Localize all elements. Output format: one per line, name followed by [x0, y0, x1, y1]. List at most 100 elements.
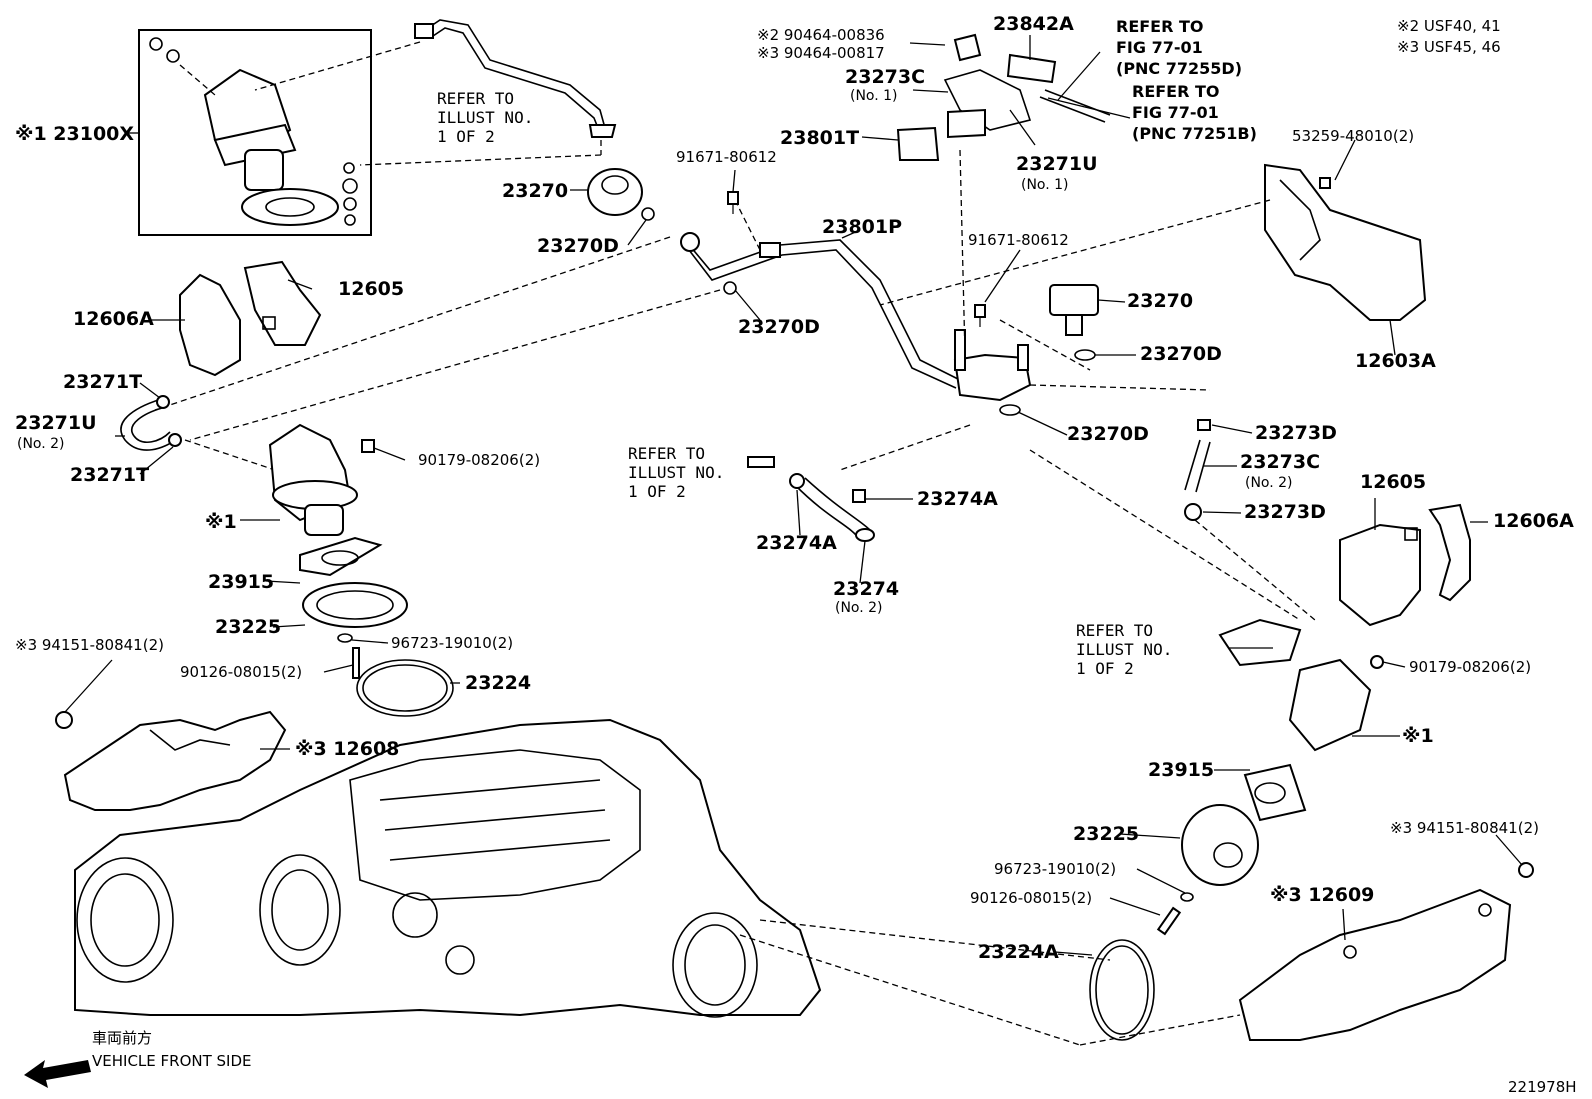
refer-fig-1: REFER TO FIG 77-01 (PNC 77255D) — [1116, 17, 1242, 78]
label-star1-left: ※1 — [205, 511, 237, 533]
label-91671-a: 91671-80612 — [676, 148, 777, 166]
refer-illust-3: REFER TO ILLUST NO. 1 OF 2 — [1076, 621, 1172, 678]
refer-illust-1: REFER TO ILLUST NO. 1 OF 2 — [437, 89, 533, 146]
label-23273c-no2-sub: (No. 2) — [1245, 475, 1293, 491]
label-94151-left: ※3 94151-80841(2) — [15, 636, 164, 654]
label-23273d-b: 23273D — [1244, 501, 1326, 523]
label-23100x: ※1 23100X — [15, 123, 134, 145]
label-23915-left: 23915 — [208, 571, 274, 593]
refer-illust-2: REFER TO ILLUST NO. 1 OF 2 — [628, 444, 724, 501]
svg-text:1 OF 2: 1 OF 2 — [628, 482, 686, 501]
pipe-23801p — [154, 199, 961, 441]
svg-text:(PNC 77255D): (PNC 77255D) — [1116, 59, 1242, 78]
label-12605-left: 12605 — [338, 278, 404, 300]
label-23271u-no2-sub: (No. 2) — [17, 436, 65, 452]
label-96723-right: 96723-19010(2) — [994, 860, 1116, 878]
label-23915-right: 23915 — [1148, 759, 1214, 781]
hose-23273c-no2 — [1184, 419, 1316, 621]
label-23274-sub: (No. 2) — [835, 600, 883, 616]
label-23270d-a: 23270D — [537, 235, 619, 257]
label-23271t-b: 23271T — [70, 464, 149, 486]
label-23273c-no1-sub: (No. 1) — [850, 88, 898, 104]
labels: ※2 USF40, 41 ※3 USF45, 46 ※1 23100X ※2 9… — [15, 13, 1577, 1096]
top-connectors — [896, 33, 1111, 161]
valve-23270-right — [1049, 284, 1099, 361]
label-23273c-no1: 23273C — [845, 66, 925, 88]
label-12606a-left: 12606A — [73, 308, 154, 330]
label-23801p: 23801P — [822, 216, 902, 238]
shield-12606a-right — [1428, 503, 1471, 602]
insulator-12609 — [1238, 862, 1534, 1041]
shield-12605-left — [243, 260, 322, 346]
svg-text:REFER TO: REFER TO — [1076, 621, 1153, 640]
label-12603a: 12603A — [1355, 350, 1436, 372]
label-53259: 53259-48010(2) — [1292, 127, 1414, 145]
svg-text:FIG 77-01: FIG 77-01 — [1132, 103, 1219, 122]
pump-left — [268, 423, 454, 717]
front-label-en: VEHICLE FRONT SIDE — [92, 1052, 252, 1070]
label-12605-right: 12605 — [1360, 471, 1426, 493]
label-94151-right: ※3 94151-80841(2) — [1390, 819, 1539, 837]
label-23224: 23224 — [465, 672, 531, 694]
shield-12603a — [879, 163, 1427, 321]
top-pipe — [254, 19, 617, 166]
svg-text:FIG 77-01: FIG 77-01 — [1116, 38, 1203, 57]
label-23225-right: 23225 — [1073, 823, 1139, 845]
shield-12606a-left — [179, 273, 241, 377]
label-23270d-c: 23270D — [1140, 343, 1222, 365]
label-23224a: 23224A — [978, 941, 1059, 963]
svg-text:REFER TO: REFER TO — [1132, 82, 1220, 101]
label-23842a: 23842A — [993, 13, 1074, 35]
label-90126-right: 90126-08015(2) — [970, 889, 1092, 907]
leader-lines — [64, 35, 1523, 956]
label-12609: ※3 12609 — [1270, 884, 1374, 906]
label-star1-right: ※1 — [1402, 725, 1434, 747]
svg-text:ILLUST NO.: ILLUST NO. — [1076, 640, 1172, 659]
label-23270d-d: 23270D — [1067, 423, 1149, 445]
note-usf40: ※2 USF40, 41 — [1397, 17, 1501, 35]
shield-12605-right — [1339, 523, 1421, 627]
refer-fig-2: REFER TO FIG 77-01 (PNC 77251B) — [1132, 82, 1257, 143]
label-23270-left: 23270 — [502, 180, 568, 202]
svg-text:ILLUST NO.: ILLUST NO. — [628, 463, 724, 482]
front-label-jp: 車両前方 — [92, 1029, 152, 1047]
hose-23274 — [747, 456, 875, 542]
note-usf45: ※3 USF45, 46 — [1397, 38, 1501, 56]
label-90464-00836: ※2 90464-00836 — [757, 26, 885, 44]
engine-manifold — [74, 718, 1241, 1046]
label-23273d-a: 23273D — [1255, 422, 1337, 444]
label-23271u-no1-sub: (No. 1) — [1021, 177, 1069, 193]
label-23270d-b: 23270D — [738, 316, 820, 338]
svg-text:(PNC 77251B): (PNC 77251B) — [1132, 124, 1257, 143]
label-23271u-no2: 23271U — [15, 412, 97, 434]
pump-right — [1089, 618, 1384, 1041]
label-23271u-no1: 23271U — [1016, 153, 1098, 175]
valve-23270-left — [587, 168, 655, 221]
bolt-91671-b — [974, 304, 986, 327]
label-23274: 23274 — [833, 578, 899, 600]
label-23225-left: 23225 — [215, 616, 281, 638]
label-23270-right: 23270 — [1127, 290, 1193, 312]
label-91671-b: 91671-80612 — [968, 231, 1069, 249]
center-block — [839, 149, 1301, 621]
svg-text:REFER TO: REFER TO — [1116, 17, 1204, 36]
label-96723-left: 96723-19010(2) — [391, 634, 513, 652]
insulator-12608 — [55, 710, 287, 811]
svg-text:1 OF 2: 1 OF 2 — [437, 127, 495, 146]
figure-id: 221978H — [1508, 1078, 1577, 1096]
label-23274a-b: 23274A — [756, 532, 837, 554]
bolt-91671-a — [727, 191, 739, 214]
label-90179-right: 90179-08206(2) — [1409, 658, 1531, 676]
label-23271t-a: 23271T — [63, 371, 142, 393]
label-23274a-a: 23274A — [917, 488, 998, 510]
svg-text:ILLUST NO.: ILLUST NO. — [437, 108, 533, 127]
label-12608: ※3 12608 — [295, 738, 399, 760]
label-23273c-no2: 23273C — [1240, 451, 1320, 473]
pump-kit-box — [138, 29, 372, 236]
label-90179-left: 90179-08206(2) — [418, 451, 540, 469]
svg-text:REFER TO: REFER TO — [437, 89, 514, 108]
svg-text:1 OF 2: 1 OF 2 — [1076, 659, 1134, 678]
label-90464-00817: ※3 90464-00817 — [757, 44, 885, 62]
front-arrow — [24, 1060, 91, 1088]
